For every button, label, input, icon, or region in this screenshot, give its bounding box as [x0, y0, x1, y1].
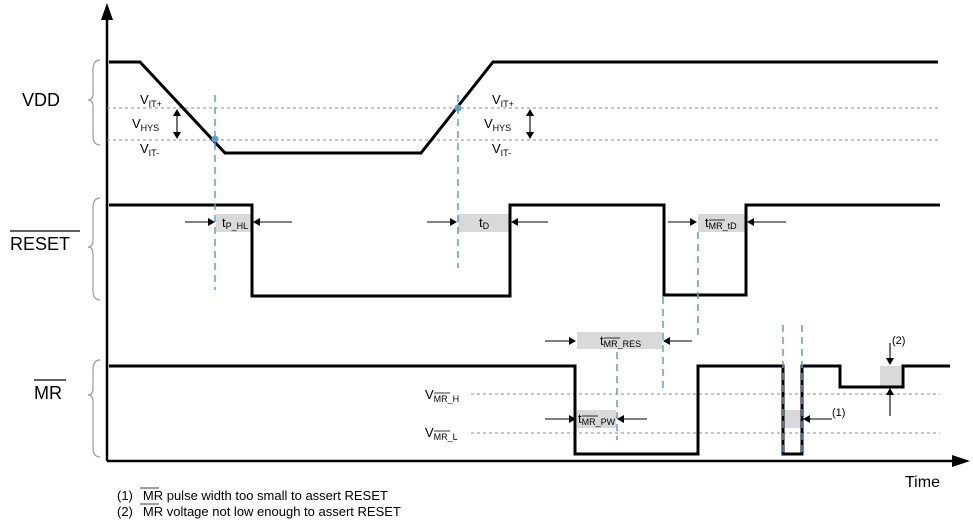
group-braces	[87, 59, 101, 458]
vit-plus-crossing-dot	[454, 104, 462, 112]
axes: Time	[101, 3, 970, 491]
vdd-label: VDD	[22, 90, 60, 110]
reset-label: RESET	[10, 234, 70, 254]
note2-box	[880, 366, 901, 386]
vdd-brace	[87, 59, 101, 146]
tmr-pw-label: tMR_PW	[578, 411, 616, 427]
vit-minus-label-right: VIT-	[492, 141, 511, 158]
threshold-labels: VIT+ VHYS VIT- VIT+ VHYS VIT- VMR_H VMR_…	[132, 92, 514, 442]
event-markers	[211, 95, 803, 455]
time-axis-label: Time	[905, 474, 940, 491]
reset-brace	[87, 197, 101, 301]
threshold-lines	[107, 107, 940, 434]
y-axis-arrowhead	[101, 3, 113, 20]
reset-waveform	[109, 203, 940, 298]
vit-minus-label-left: VIT-	[140, 141, 159, 158]
tmr-pw-box	[577, 410, 616, 428]
td-label: tD	[479, 215, 490, 231]
mr-brace	[87, 359, 101, 458]
vdd-waveform	[109, 60, 938, 155]
vit-plus-label-left: VIT+	[140, 92, 162, 109]
x-axis-arrowhead	[952, 455, 970, 467]
vit-plus-label-right: VIT+	[492, 92, 514, 109]
timing-labels: tP_HL tD tMR_tD tMR_RES tMR_PW	[222, 215, 737, 427]
footnote-1: (1)MR pulse width too small to assert RE…	[117, 488, 388, 503]
vhys-label-left: VHYS	[132, 116, 159, 133]
tmr-res-box	[577, 332, 662, 349]
signal-labels: VDD RESET MR	[10, 90, 80, 403]
tp-hl-box	[216, 214, 252, 232]
note2-marker: (2)	[892, 335, 905, 347]
mr-label: MR	[34, 383, 62, 403]
tmr-res-label: tMR_RES	[600, 333, 641, 349]
mr-waveform	[109, 364, 950, 456]
waveforms	[109, 60, 950, 456]
td-box	[458, 214, 510, 232]
note1-marker: (1)	[832, 407, 845, 419]
note1-box	[783, 410, 802, 428]
vit-minus-crossing-dot	[211, 135, 219, 143]
footnote-2: (2)MR voltage not low enough to assert R…	[117, 504, 401, 519]
footnotes: (1)MR pulse width too small to assert RE…	[117, 487, 401, 519]
tmr-td-box	[698, 214, 746, 232]
vmr-h-label: VMR_H	[425, 387, 459, 404]
vhys-label-right: VHYS	[484, 116, 511, 133]
timing-boxes	[216, 214, 901, 428]
tp-hl-label: tP_HL	[222, 215, 248, 231]
vmr-l-label: VMR_L	[425, 425, 458, 442]
tmr-td-label: tMR_tD	[705, 215, 737, 231]
timing-arrows	[173, 109, 894, 423]
